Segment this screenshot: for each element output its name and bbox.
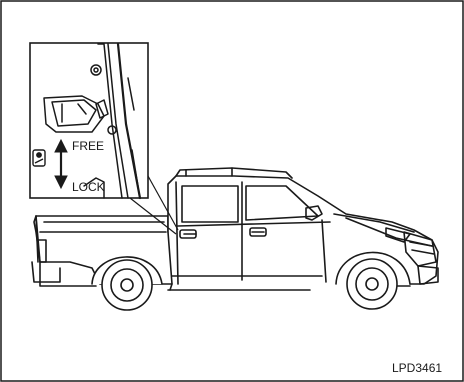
lock-label: LOCK <box>72 180 105 194</box>
figure-code: LPD3461 <box>392 361 442 375</box>
door-detail-inset: FREE LOCK <box>30 43 148 198</box>
free-label: FREE <box>72 139 104 153</box>
